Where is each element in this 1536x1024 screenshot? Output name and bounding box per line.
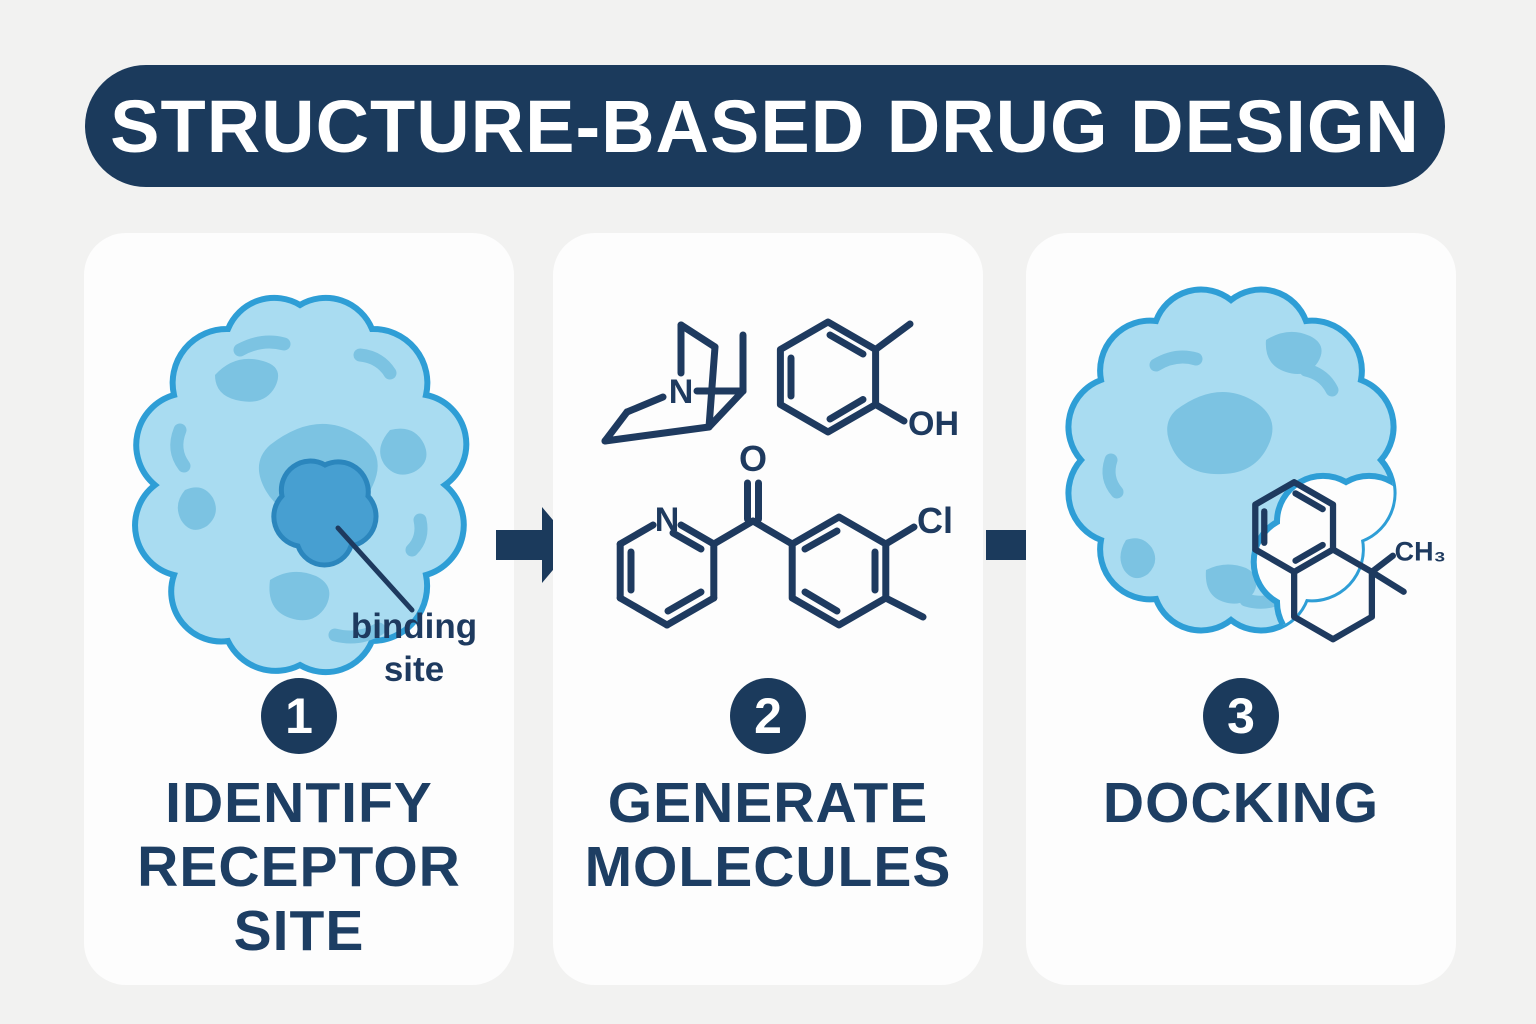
binding-site-label-line2: site (383, 650, 445, 689)
step-card-docking: CH₃ 3 DOCKING (1026, 233, 1456, 985)
atom-label-pyridine-nitrogen: N (655, 501, 680, 539)
step-label-generate-molecules: GENERATE MOLECULES (553, 771, 983, 899)
step-card-generate-molecules: N OH N O Cl 2 (553, 233, 983, 985)
binding-site-label: binding site (324, 605, 504, 691)
step1-label-line3: SITE (233, 899, 365, 963)
step-number-badge-3: 3 (1203, 678, 1279, 754)
pyridinyl-aryl-ketone-structure: N O Cl (616, 441, 953, 629)
atom-label-chlorine: Cl (917, 500, 953, 541)
atom-label-nitrogen: N (669, 373, 694, 411)
step-number-3: 3 (1227, 688, 1255, 744)
protein-with-cavity-illustration (1065, 286, 1397, 634)
step-label-docking: DOCKING (1026, 771, 1456, 835)
methyl-phenol-structure: OH (776, 318, 959, 443)
page-title: STRUCTURE-BASED DRUG DESIGN (110, 84, 1420, 168)
step-card-identify-receptor-site: binding site 1 IDENTIFY RECEPTOR SITE (84, 233, 514, 985)
step-number-2: 2 (754, 688, 782, 744)
atom-label-methyl: CH₃ (1395, 536, 1446, 566)
dimethyl-tetralin-ligand-structure: CH₃ (1252, 479, 1446, 643)
protein-blob-illustration (132, 294, 470, 676)
atom-label-hydroxyl: OH (908, 405, 959, 443)
step1-label-line2: RECEPTOR (137, 835, 461, 899)
step3-label-line1: DOCKING (1102, 771, 1380, 835)
step-label-identify-receptor-site: IDENTIFY RECEPTOR SITE (84, 771, 514, 963)
step-number-1: 1 (285, 688, 313, 744)
binding-site-leader-line (335, 525, 415, 613)
atom-label-carbonyl-oxygen: O (739, 441, 767, 479)
bicyclic-amine-structure: N (601, 321, 747, 445)
title-banner: STRUCTURE-BASED DRUG DESIGN (85, 65, 1445, 187)
step2-label-line1: GENERATE (607, 771, 929, 835)
step-number-badge-2: 2 (730, 678, 806, 754)
step-number-badge-1: 1 (261, 678, 337, 754)
binding-site-label-line1: binding (350, 607, 478, 646)
step2-label-line2: MOLECULES (584, 835, 952, 899)
step1-label-line1: IDENTIFY (165, 771, 433, 835)
